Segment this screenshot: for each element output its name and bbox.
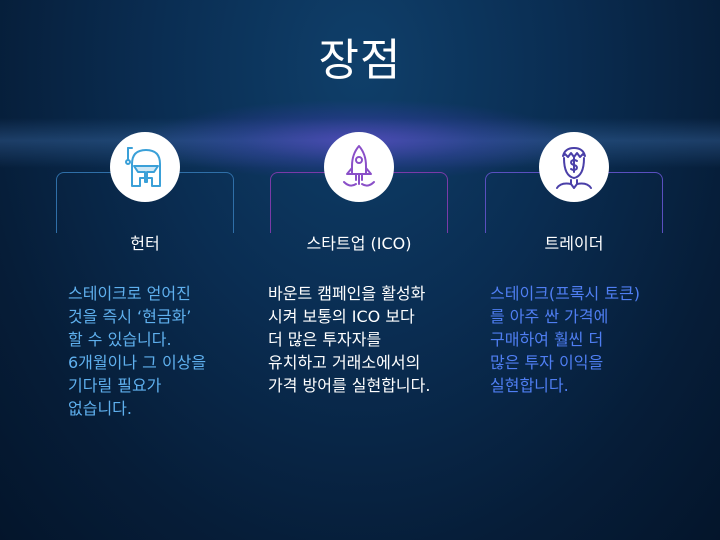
description-line: 없습니다. bbox=[68, 399, 132, 418]
rocket-icon bbox=[343, 145, 375, 187]
description-line: 6개월이나 그 이상을 bbox=[68, 353, 207, 372]
description-line: 할 수 있습니다. bbox=[68, 330, 172, 349]
column-hunter: 헌터 bbox=[56, 132, 234, 432]
description-line: 실현합니다. bbox=[490, 376, 569, 395]
description-line: 기다릴 필요가 bbox=[68, 376, 162, 395]
description-line: 것을 즉시 ‘현금화’ bbox=[68, 307, 192, 326]
icon-badge bbox=[539, 132, 609, 202]
description-line: 많은 투자 이익을 bbox=[490, 353, 604, 372]
description-line: 가격 방어를 실현합니다. bbox=[268, 376, 431, 395]
description-line: 스테이크(프록시 토큰) bbox=[490, 284, 641, 303]
startup-description: 바운트 캠페인을 활성화 시켜 보통의 ICO 보다 더 많은 투자자를 유치하… bbox=[268, 282, 430, 397]
description-line: 더 많은 투자자를 bbox=[268, 330, 382, 349]
column-trader: 트레이더 bbox=[485, 132, 663, 432]
trader-dollar-face-icon bbox=[556, 147, 592, 189]
trader-description: 스테이크(프록시 토큰) 를 아주 싼 가격에 구매하여 훨씬 더 많은 투자 … bbox=[490, 282, 640, 397]
column-label: 스타트업 (ICO) bbox=[306, 234, 412, 253]
description-line: 유치하고 거래소에서의 bbox=[268, 353, 421, 372]
hunter-description: 스테이크로 얻어진 것을 즉시 ‘현금화’ 할 수 있습니다. 6개월이나 그 … bbox=[68, 282, 206, 420]
icon-badge bbox=[324, 132, 394, 202]
column-label: 트레이더 bbox=[544, 234, 604, 253]
column-label: 헌터 bbox=[130, 234, 160, 253]
description-line: 스테이크로 얻어진 bbox=[68, 284, 191, 303]
bounty-hunter-helmet-icon bbox=[125, 147, 161, 187]
description-line: 바운트 캠페인을 활성화 bbox=[268, 284, 426, 303]
column-startup: 스타트업 (ICO) bbox=[270, 132, 448, 432]
description-line: 구매하여 훨씬 더 bbox=[490, 330, 604, 349]
icon-badge bbox=[110, 132, 180, 202]
slide-title: 장점 bbox=[318, 35, 402, 86]
description-line: 를 아주 싼 가격에 bbox=[490, 307, 609, 326]
description-line: 시켜 보통의 ICO 보다 bbox=[268, 307, 415, 326]
